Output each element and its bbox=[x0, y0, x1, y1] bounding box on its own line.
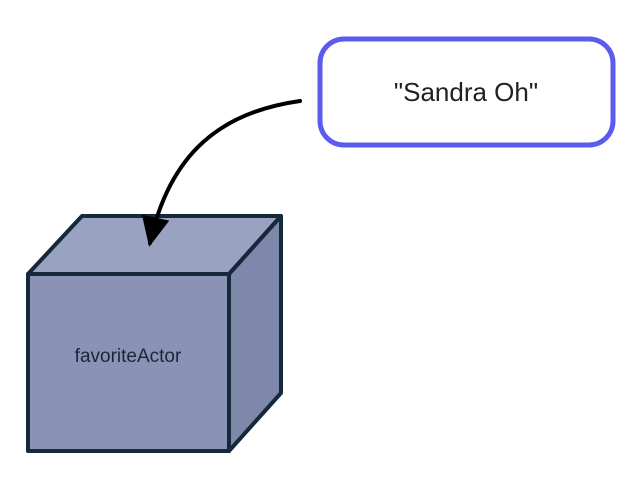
variable-name-label: favoriteActor bbox=[75, 346, 182, 367]
assignment-arrow bbox=[141, 99, 302, 247]
box-front-face bbox=[28, 274, 229, 451]
box-right-face bbox=[229, 216, 281, 451]
box-front-outline bbox=[26, 272, 231, 453]
bubble-value-text: "Sandra Oh" bbox=[394, 77, 538, 107]
variable-box: favoriteActor bbox=[26, 214, 283, 453]
value-bubble: "Sandra Oh" bbox=[317, 36, 616, 148]
bubble-border bbox=[317, 36, 616, 148]
